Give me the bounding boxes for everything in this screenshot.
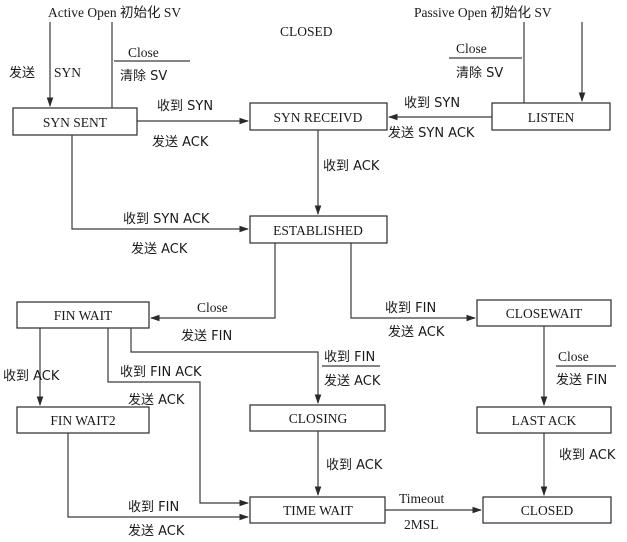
label-send-ack-6: 发送 ACK bbox=[128, 523, 185, 539]
label-send: 发送 bbox=[9, 65, 35, 81]
label-send-syn-ack: 发送 SYN ACK bbox=[388, 125, 475, 141]
state-label: ESTABLISHED bbox=[273, 223, 363, 238]
label-2msl: 2MSL bbox=[404, 517, 439, 532]
label-recv-ack: 收到 ACK bbox=[323, 159, 380, 174]
state-last-ack: LAST ACK bbox=[476, 406, 612, 434]
state-fin-wait2: FIN WAIT2 bbox=[16, 406, 150, 434]
label-recv-fin-3: 收到 FIN bbox=[128, 500, 179, 515]
label-closewait-close: Close bbox=[558, 349, 589, 364]
state-label: FIN WAIT2 bbox=[50, 413, 115, 428]
state-syn-sent: SYN SENT bbox=[12, 107, 138, 136]
state-label: CLOSING bbox=[289, 411, 348, 426]
label-recv-fin-2: 收到 FIN bbox=[324, 350, 375, 365]
state-established: ESTABLISHED bbox=[249, 215, 388, 244]
arrow-established-to-closewait bbox=[350, 243, 476, 322]
label-left-clear: 清除 SV bbox=[120, 69, 167, 84]
arrow-established-to-finwait bbox=[150, 243, 276, 322]
arrow-synsent-to-established bbox=[71, 135, 249, 233]
state-close-wait: CLOSEWAIT bbox=[476, 299, 612, 327]
state-listen: LISTEN bbox=[491, 102, 611, 131]
label-send-ack-4: 发送 ACK bbox=[128, 392, 185, 408]
label-left-close: Close bbox=[128, 45, 159, 60]
label-send-fin: 发送 FIN bbox=[181, 328, 232, 344]
label-recv-ack-3: 收到 ACK bbox=[326, 458, 383, 473]
label-recv-fin: 收到 FIN bbox=[385, 301, 436, 316]
label-send-ack-2: 发送 ACK bbox=[131, 241, 188, 257]
arrow-finwait-to-timewait bbox=[107, 328, 249, 507]
state-label: SYN SENT bbox=[43, 115, 108, 130]
state-syn-received: SYN RECEIVD bbox=[249, 102, 388, 131]
state-label: CLOSED bbox=[521, 503, 574, 518]
label-recv-fin-ack: 收到 FIN ACK bbox=[120, 365, 202, 380]
state-time-wait: TIME WAIT bbox=[249, 496, 386, 524]
label-listen-recv-syn: 收到 SYN bbox=[404, 96, 460, 111]
state-label: CLOSEWAIT bbox=[506, 306, 583, 321]
label-timeout: Timeout bbox=[399, 491, 445, 506]
state-fin-wait: FIN WAIT bbox=[16, 301, 150, 329]
label-recv-syn-ack: 收到 SYN ACK bbox=[123, 212, 210, 227]
state-closed: CLOSED bbox=[482, 496, 612, 524]
arrow-finwait-to-closing bbox=[130, 328, 322, 404]
label-send-ack-3: 发送 ACK bbox=[388, 324, 445, 340]
state-label: TIME WAIT bbox=[283, 503, 354, 518]
label-send-ack-5: 发送 ACK bbox=[324, 373, 381, 389]
state-closing: CLOSING bbox=[249, 404, 386, 432]
active-open-label: Active Open 初始化 SV bbox=[48, 4, 181, 20]
diagram-title: CLOSED bbox=[280, 24, 333, 39]
label-closewait-send-fin: 发送 FIN bbox=[556, 372, 607, 388]
state-label: FIN WAIT bbox=[54, 308, 113, 323]
label-recv-syn: 收到 SYN bbox=[157, 99, 213, 114]
state-label: SYN RECEIVD bbox=[274, 110, 363, 125]
passive-open-label: Passive Open 初始化 SV bbox=[414, 4, 552, 20]
label-syn: SYN bbox=[54, 65, 81, 80]
state-label: LISTEN bbox=[528, 110, 575, 125]
label-recv-ack-4: 收到 ACK bbox=[559, 448, 616, 463]
label-right-close: Close bbox=[456, 41, 487, 56]
label-recv-ack-2: 收到 ACK bbox=[3, 369, 60, 384]
label-send-ack: 发送 ACK bbox=[152, 134, 209, 150]
state-label: LAST ACK bbox=[512, 413, 577, 428]
arrow-finwait2-to-timewait bbox=[67, 433, 249, 521]
label-close: Close bbox=[197, 300, 228, 315]
label-right-clear: 清除 SV bbox=[456, 66, 503, 81]
